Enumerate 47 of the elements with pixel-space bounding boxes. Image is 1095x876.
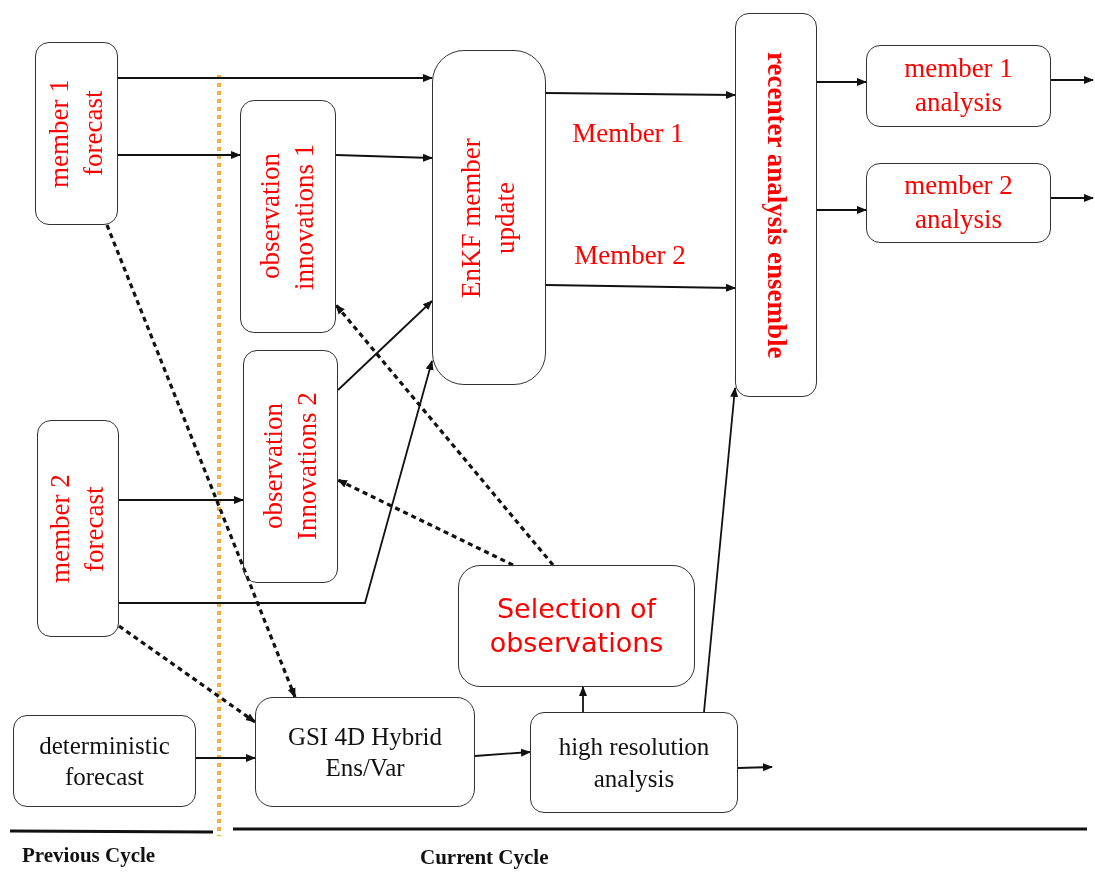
process-box — [37, 420, 119, 637]
cycle-label: Current Cycle — [420, 845, 549, 870]
process-box — [866, 45, 1051, 127]
box-label: recenter analysis ensemble — [760, 51, 793, 359]
arrow — [118, 360, 434, 604]
box-label: high resolution analysis — [557, 732, 711, 794]
arrow — [1050, 194, 1094, 202]
box-label: observation Innovations 2 — [256, 391, 323, 543]
process-box — [255, 697, 475, 807]
process-box — [458, 565, 695, 687]
process-box — [530, 712, 738, 813]
box-label: observation innovations 1 — [254, 142, 320, 292]
dashed-arrow — [337, 478, 514, 567]
arrow — [545, 90, 736, 99]
process-box — [243, 350, 338, 583]
arrow — [337, 300, 433, 391]
arrow — [117, 151, 241, 159]
arrow — [703, 387, 739, 713]
box-label: deterministic forecast — [38, 730, 171, 792]
cycle-label: Previous Cycle — [22, 843, 156, 868]
process-box — [13, 715, 196, 807]
arrow — [118, 496, 244, 504]
arrow — [545, 283, 736, 292]
dashed-arrow — [118, 624, 256, 724]
dashed-arrow — [105, 224, 297, 698]
arrow — [474, 748, 531, 757]
arrow — [335, 153, 433, 162]
process-box — [432, 50, 546, 385]
arrow — [816, 78, 867, 86]
box-label: member 2 analysis — [903, 169, 1014, 236]
arrow — [816, 206, 867, 214]
process-box — [866, 163, 1051, 243]
box-label: member 2 forecast — [44, 473, 110, 585]
process-box — [240, 100, 336, 333]
dashed-arrow — [334, 303, 555, 567]
box-label: GSI 4D Hybrid Ens/Var — [286, 721, 444, 783]
box-label: member 1 forecast — [42, 78, 109, 190]
arrow — [117, 74, 433, 82]
process-box — [735, 13, 817, 397]
arrow — [1050, 76, 1094, 84]
box-label: member 1 analysis — [903, 52, 1014, 119]
arrow — [579, 686, 587, 713]
box-label: Selection of observations — [488, 592, 665, 660]
arrow — [195, 754, 256, 762]
box-label: EnKF member update — [455, 136, 521, 300]
process-box — [35, 42, 118, 225]
arrow — [737, 763, 773, 772]
